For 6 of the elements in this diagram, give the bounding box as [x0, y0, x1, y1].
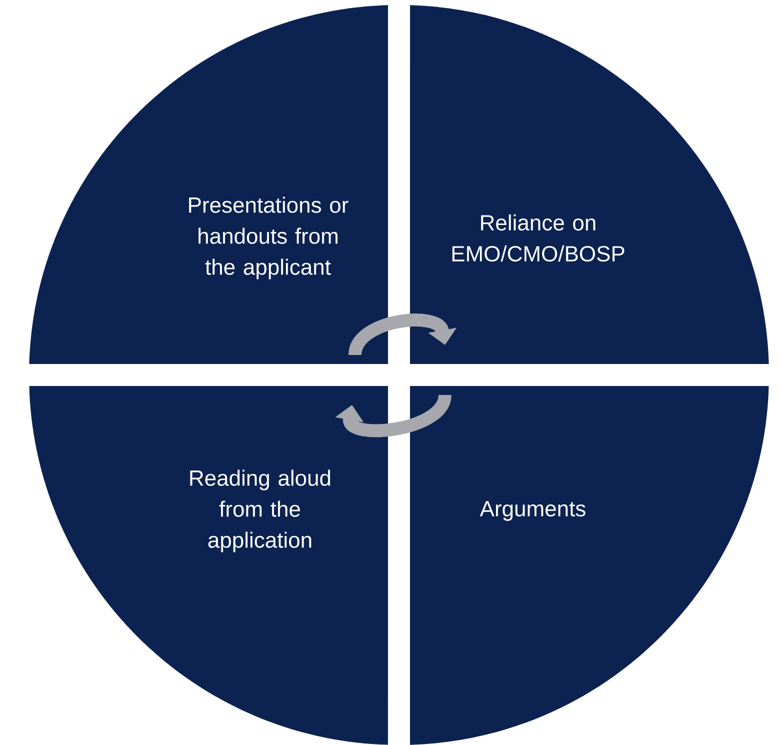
quadrant: Reading aloud from the application — [29, 386, 388, 745]
curved-arrow — [348, 314, 457, 356]
quadrant: Presentations or handouts from the applicant — [29, 5, 388, 364]
curved-arrow — [335, 394, 452, 438]
quadrant: Arguments — [410, 386, 769, 745]
quadrant: Reliance on EMO/CMO/BOSP — [410, 5, 769, 364]
